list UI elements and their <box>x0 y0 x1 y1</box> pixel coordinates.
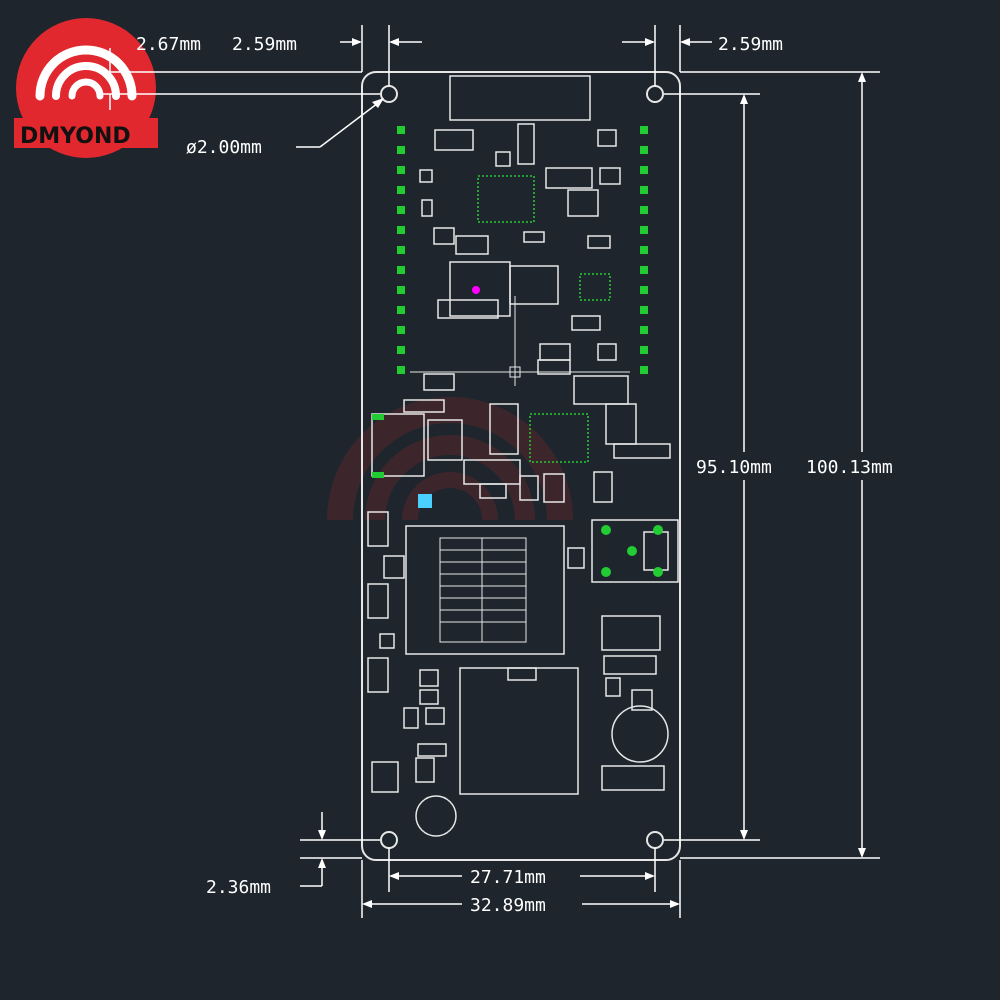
dim-hole-offset-left: 2.59mm <box>232 34 297 55</box>
smd-part <box>479 483 507 499</box>
smd-part <box>433 227 455 245</box>
smd-part <box>597 343 617 361</box>
smd-part <box>571 315 601 331</box>
pcb-components <box>367 75 679 837</box>
smd-part <box>379 633 395 649</box>
logo-text-band <box>14 118 158 148</box>
jst-connector <box>367 583 389 619</box>
reset-button <box>415 795 457 837</box>
dim-hole-spacing-vertical: 95.10mm <box>696 457 772 478</box>
center-marker <box>472 286 480 294</box>
smd-part <box>419 669 439 687</box>
center-crosshair <box>410 296 630 386</box>
smd-part <box>415 757 435 783</box>
dim-hole-spacing-horizontal: 27.71mm <box>470 867 546 888</box>
jst-connector <box>367 511 389 547</box>
gps-module-stripes <box>439 537 527 643</box>
smd-part <box>567 547 585 569</box>
header-pads-right <box>640 126 648 374</box>
smd-part <box>383 555 405 579</box>
jst-connector <box>367 657 389 693</box>
smd-part <box>573 375 629 405</box>
smd-part <box>601 615 661 651</box>
smd-part <box>587 235 611 249</box>
smd-part <box>537 359 571 375</box>
sma-connector <box>591 519 679 583</box>
mounting-hole-bottom-right <box>646 831 664 849</box>
smd-part <box>403 399 445 413</box>
smd-part <box>523 231 545 243</box>
smd-part <box>643 531 669 571</box>
smd-part <box>455 235 489 255</box>
mounting-hole-bottom-left <box>380 831 398 849</box>
smd-part <box>425 707 445 725</box>
smd-part <box>421 199 433 217</box>
sd-card-slot <box>459 667 579 795</box>
mounting-hole-top-right <box>646 85 664 103</box>
smd-part <box>423 373 455 391</box>
smd-part <box>403 707 419 729</box>
brand-logo: DMYOND <box>14 18 158 158</box>
board-outline <box>361 71 681 861</box>
faded-wifi-watermark <box>327 397 573 521</box>
small-ic <box>579 273 611 301</box>
smd-part <box>434 129 474 151</box>
smd-part <box>419 169 433 183</box>
smd-part <box>605 403 637 445</box>
dimension-arrowheads <box>318 38 866 908</box>
smd-part <box>419 689 439 705</box>
dim-hole-offset-right: 2.59mm <box>718 34 783 55</box>
dim-board-width: 32.89mm <box>470 895 546 916</box>
smd-part <box>603 655 657 675</box>
sensor-module <box>449 261 511 317</box>
smd-part <box>543 473 565 503</box>
buzzer <box>611 705 669 763</box>
dim-board-length: 100.13mm <box>806 457 893 478</box>
smd-part <box>605 677 621 697</box>
dim-hole-diameter: ø2.00mm <box>186 137 262 158</box>
mounting-hole-top-left <box>380 85 398 103</box>
smd-part <box>593 471 613 503</box>
smd-part <box>519 475 539 501</box>
smd-part <box>631 689 653 711</box>
smd-part <box>613 443 671 459</box>
smd-part <box>417 743 447 757</box>
smd-part <box>371 761 399 793</box>
wifi-signal-logo <box>35 45 137 101</box>
smd-part <box>545 167 593 189</box>
header-pads-left <box>397 126 405 374</box>
dim-hole-offset-top: 2.67mm <box>136 34 201 55</box>
button <box>601 765 665 791</box>
smd-part <box>437 299 499 319</box>
smd-part <box>489 403 519 455</box>
smd-part <box>517 123 535 165</box>
smd-part <box>599 167 621 185</box>
sma-pads <box>601 525 663 577</box>
smd-part <box>509 265 559 305</box>
smd-part <box>539 343 571 361</box>
smd-part <box>427 419 463 461</box>
usb-pads <box>372 414 384 478</box>
antenna-block <box>449 75 591 121</box>
smd-part <box>567 189 599 217</box>
smd-part <box>495 151 511 167</box>
lora-chip <box>529 413 589 463</box>
mcu-chip <box>477 175 535 223</box>
logo-text: DMYOND <box>20 124 131 149</box>
smd-part <box>597 129 617 147</box>
status-led <box>418 494 432 508</box>
usb-connector <box>371 413 425 477</box>
gps-module <box>405 525 565 655</box>
dim-hole-offset-bottom: 2.36mm <box>206 877 271 898</box>
smd-part <box>507 667 537 681</box>
